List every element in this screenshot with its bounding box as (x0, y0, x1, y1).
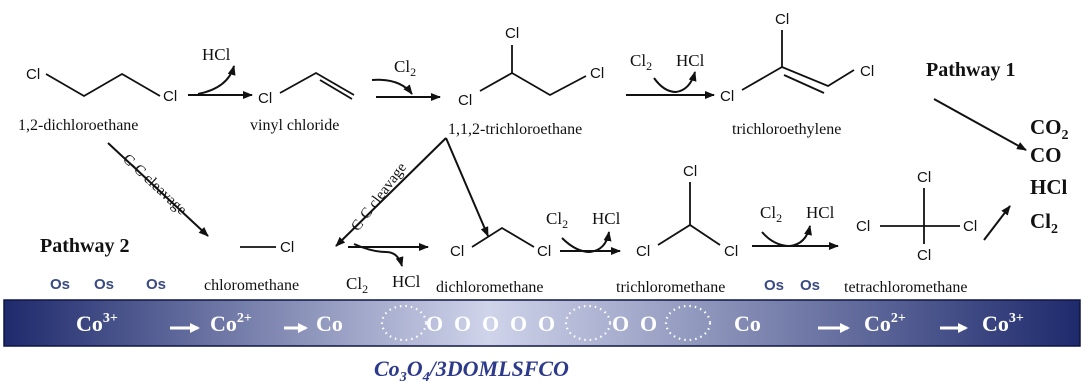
chloromethane-structure: Cl (240, 239, 294, 256)
atom-cl: Cl (537, 243, 551, 260)
arrow-5: Cl2 HCl (546, 209, 621, 255)
tetrachloromethane-structure: Cl Cl Cl Cl (856, 169, 977, 264)
product-hcl: HCl (1030, 175, 1068, 199)
atom-cl: Cl (458, 92, 472, 109)
arrow-3: Cl2 HCl (626, 51, 715, 99)
atom-cl: Cl (505, 25, 519, 42)
atom-cl: Cl (724, 243, 738, 260)
atom-cl: Cl (720, 88, 734, 105)
trichloroethylene-structure: Cl Cl Cl (720, 11, 874, 105)
atom-cl: Cl (856, 218, 870, 235)
band-background (3, 299, 1081, 347)
atom-cl: Cl (963, 218, 977, 235)
vinyl-chloride-structure: Cl (258, 71, 355, 107)
lattice-oxygen: O (640, 311, 657, 336)
band-co: Co (734, 311, 761, 336)
lattice-oxygen: O (426, 311, 443, 336)
product-co2: CO2 (1030, 115, 1069, 143)
label-dichloromethane: dichloromethane (436, 279, 544, 296)
reagent-cl2: Cl2 (760, 203, 782, 225)
label-trichloroethylene: trichloroethylene (732, 121, 841, 138)
dichloroethane-structure: Cl Cl (26, 66, 177, 105)
os-site: Os (94, 276, 114, 293)
cleavage-label: C-C cleavage (348, 160, 410, 235)
reagent-hcl: HCl (392, 272, 421, 291)
label-trichloroethane: 1,1,2-trichloroethane (448, 121, 582, 138)
trichloromethane-structure: Cl Cl Cl (636, 163, 738, 260)
atom-cl: Cl (917, 169, 931, 186)
reagent-cl2: Cl2 (346, 274, 368, 296)
band-co3-right: Co3+ (982, 311, 1024, 336)
atom-cl: Cl (860, 63, 874, 80)
lattice-oxygen: O (482, 311, 499, 336)
arrow-4: Cl2 HCl (346, 243, 429, 296)
os-sites-right: Os Os (764, 277, 820, 294)
atom-cl: Cl (636, 243, 650, 260)
product-co: CO (1030, 143, 1062, 167)
arrow-1: HCl (188, 45, 253, 99)
atom-cl: Cl (683, 163, 697, 180)
os-site: Os (50, 276, 70, 293)
lattice-oxygen: O (612, 311, 629, 336)
band-co: Co (316, 311, 343, 336)
os-site: Os (800, 277, 820, 294)
label-dichloroethane: 1,2-dichloroethane (18, 117, 138, 134)
atom-cl: Cl (775, 11, 789, 28)
label-tetrachloromethane: tetrachloromethane (844, 279, 968, 296)
reagent-cl2: Cl2 (630, 51, 652, 73)
cleavage-arrow-left: C-C cleavage (107, 142, 209, 237)
label-chloromethane: chloromethane (204, 277, 299, 294)
oxygen-vacancy (564, 304, 612, 342)
pathway-1-label: Pathway 1 (926, 59, 1015, 81)
os-site: Os (146, 276, 166, 293)
label-vinyl-chloride: vinyl chloride (250, 117, 339, 134)
catalyst-name: Co3O4/3DOMLSFCO (374, 356, 569, 382)
product-cl2: Cl2 (1030, 209, 1058, 237)
atom-cl: Cl (258, 90, 272, 107)
label-trichloromethane: trichloromethane (616, 279, 725, 296)
band-co3-left: Co3+ (76, 311, 118, 336)
os-site: Os (764, 277, 784, 294)
lattice-oxygen: O (538, 311, 555, 336)
trichloroethane-structure: Cl Cl Cl (458, 25, 604, 109)
atom-cl: Cl (917, 247, 931, 264)
reagent-cl2: Cl2 (546, 209, 568, 231)
arrow-pathway1-to-products (933, 98, 1027, 151)
band-co2-left: Co2+ (210, 311, 252, 336)
os-sites-left: Os Os Os (50, 276, 166, 293)
catalyst-band: Co3+ Co2+ Co O O O O O O O Co Co2+ Co3+ (3, 299, 1081, 347)
oxygen-vacancy (664, 304, 712, 342)
lattice-oxygen: O (454, 311, 471, 336)
lattice-oxygen: O (510, 311, 527, 336)
atom-cl: Cl (26, 66, 40, 83)
oxygen-vacancy (380, 304, 428, 342)
cleavage-arrow-right: C-C cleavage (335, 137, 489, 247)
products: CO2 CO HCl Cl2 (1030, 115, 1069, 237)
reagent-hcl: HCl (676, 51, 705, 70)
arrow-pathway2-to-products (983, 205, 1011, 241)
band-co2-right: Co2+ (864, 311, 906, 336)
cleavage-label: C-C cleavage (119, 151, 190, 218)
atom-cl: Cl (163, 88, 177, 105)
atom-cl: Cl (590, 65, 604, 82)
arrow-6: Cl2 HCl (752, 203, 839, 250)
reagent-hcl: HCl (592, 209, 621, 228)
pathway-2-label: Pathway 2 (40, 235, 129, 257)
atom-cl: Cl (450, 243, 464, 260)
reagent-hcl: HCl (202, 45, 231, 64)
atom-cl: Cl (280, 239, 294, 256)
arrow-2: Cl2 (371, 57, 441, 101)
reagent-hcl: HCl (806, 203, 835, 222)
dichloromethane-structure: Cl Cl (450, 226, 551, 260)
reagent-cl2: Cl2 (394, 57, 416, 79)
